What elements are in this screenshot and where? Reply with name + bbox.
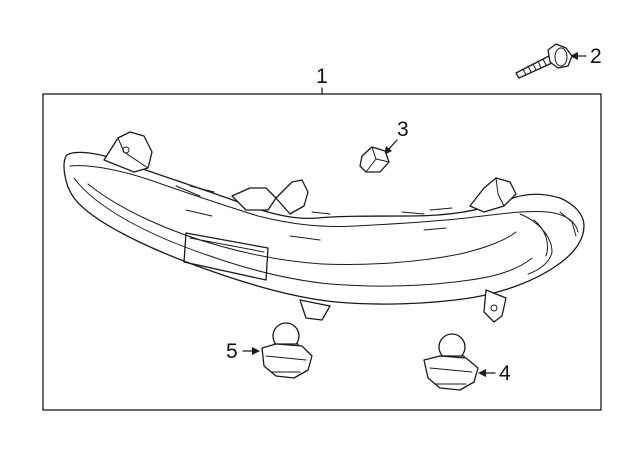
- callout-5-arrowhead: [252, 347, 260, 355]
- grommet-part[interactable]: [359, 146, 390, 173]
- lamp-lower-rim: [73, 177, 533, 287]
- lamp-right-bracket: [519, 211, 577, 275]
- mount-hole-left: [122, 146, 130, 154]
- mount-tab-center-2: [275, 179, 309, 215]
- mount-tab-bottom-right: [483, 289, 507, 323]
- mount-tab-bottom-left: [299, 299, 331, 321]
- bulb-part-right[interactable]: [423, 333, 479, 391]
- grommet-body: [359, 146, 390, 173]
- lamp-top-rim: [69, 165, 579, 233]
- callout-2-number: 2: [590, 45, 602, 68]
- mount-tab-right-edge: [495, 177, 505, 207]
- callout-4-arrowhead: [478, 369, 486, 377]
- callout-3[interactable]: 3: [384, 118, 409, 155]
- lamp-top-ribs: [175, 185, 453, 215]
- callout-5-number: 5: [226, 340, 238, 363]
- callout-2[interactable]: 2: [570, 45, 602, 68]
- callout-1[interactable]: 1: [316, 65, 328, 95]
- callout-4-number: 4: [499, 362, 511, 385]
- bulb-part-left[interactable]: [261, 322, 313, 379]
- screw-threads: [522, 58, 547, 76]
- mount-tab-center: [231, 187, 277, 211]
- callout-5[interactable]: 5: [226, 340, 260, 363]
- callout-1-number: 1: [316, 65, 328, 88]
- callout-4[interactable]: 4: [478, 362, 511, 385]
- screw-part[interactable]: [515, 43, 573, 79]
- callout-3-leader: [387, 139, 398, 151]
- fog-lamp-part[interactable]: [63, 131, 585, 323]
- lamp-lens: [87, 183, 517, 266]
- grommet-edges: [365, 146, 390, 173]
- reflector-highlight: [189, 237, 265, 253]
- screw-head-face: [554, 47, 568, 67]
- mount-hole-bottom-right: [490, 304, 498, 312]
- bulb-left-base-ribs: [265, 355, 307, 373]
- lamp-face-ribs: [185, 209, 447, 241]
- lamp-reflector-window: [183, 232, 269, 281]
- bulb-right-base: [423, 355, 479, 391]
- mount-tab-right: [469, 177, 517, 213]
- bulb-right-base-ribs: [429, 367, 473, 385]
- callout-3-number: 3: [397, 118, 409, 141]
- callout-2-arrowhead: [570, 52, 578, 60]
- bulb-left-base: [261, 343, 313, 379]
